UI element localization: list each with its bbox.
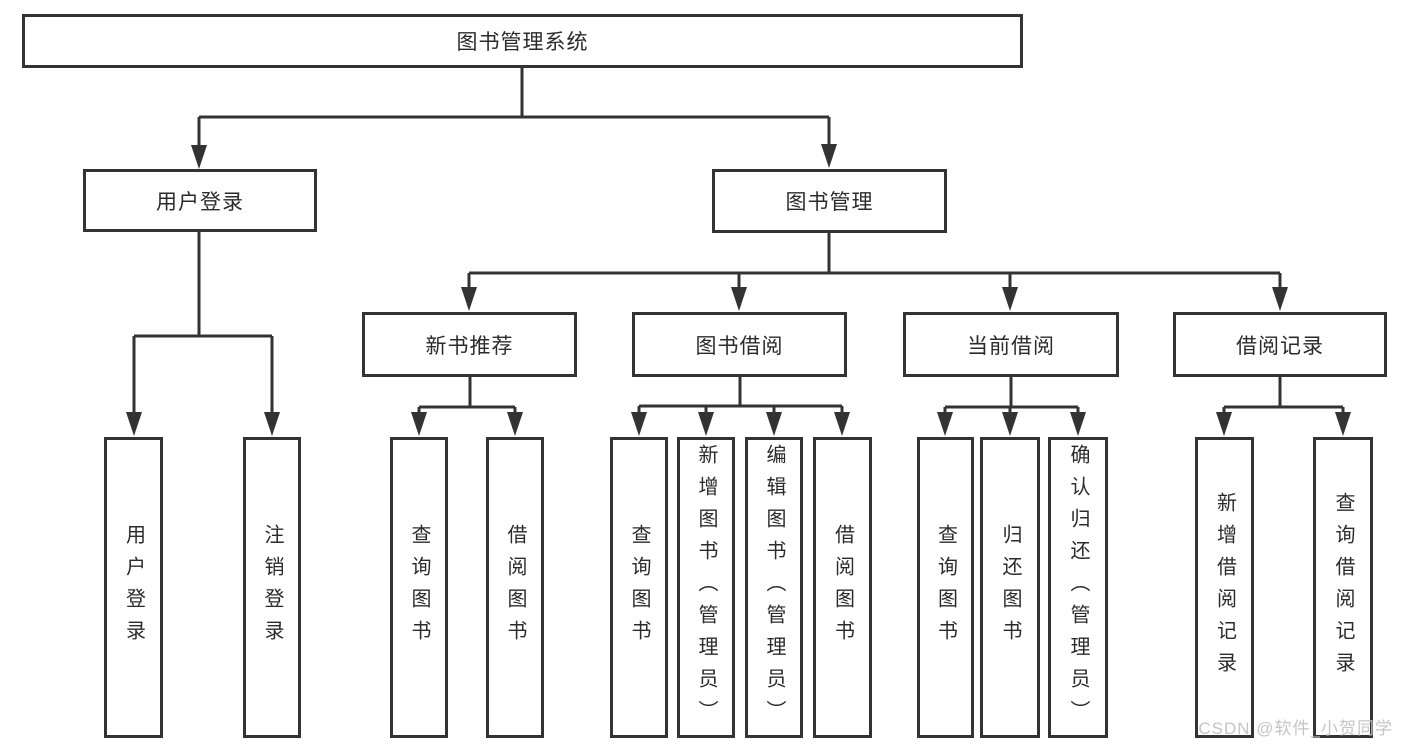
node-borrow-records-label: 借阅记录 [1236, 334, 1324, 358]
node-book-borrow: 图书借阅 [632, 312, 847, 377]
node-root-system: 图书管理系统 [22, 14, 1023, 68]
node-current-borrow-label: 当前借阅 [967, 334, 1055, 358]
node-book-mgmt-label: 图书管理 [785, 191, 874, 214]
leaf-nbr-borrow-books: 借阅图书 [486, 437, 544, 738]
leaf-bb-borrow-books: 借阅图书 [813, 437, 872, 738]
node-root-system-label: 图书管理系统 [456, 31, 589, 54]
leaf-br-query-borrow-record: 查询借阅记录 [1313, 437, 1373, 738]
leaf-cb-return-books: 归还图书 [980, 437, 1040, 738]
arrowheads [126, 144, 1351, 436]
edge-root-to-level2 [197, 68, 831, 150]
node-borrow-records: 借阅记录 [1173, 312, 1387, 377]
leaf-cb-confirm-return-admin: 确认归还（管理员） [1048, 437, 1108, 738]
node-current-borrow: 当前借阅 [903, 312, 1119, 377]
leaf-bb-edit-books-admin: 编辑图书（管理员） [745, 437, 803, 738]
node-new-book-recommend: 新书推荐 [362, 312, 577, 377]
edge-new-book-rec-to-leaves [417, 377, 517, 418]
edge-user-login-to-leaves [132, 231, 274, 418]
node-book-mgmt: 图书管理 [712, 169, 947, 233]
edge-book-borrow-to-leaves [637, 377, 844, 418]
leaf-bb-query-books: 查询图书 [610, 437, 668, 738]
node-user-login: 用户登录 [83, 169, 317, 232]
node-book-borrow-label: 图书借阅 [695, 334, 784, 358]
node-user-login-label: 用户登录 [156, 190, 244, 214]
leaf-logout: 注销登录 [243, 437, 301, 738]
watermark: CSDN @软件_小贺同学 [1198, 719, 1393, 738]
edge-current-borrow-to-leaves [943, 377, 1080, 418]
leaf-nbr-query-books: 查询图书 [390, 437, 448, 738]
edge-book-mgmt-to-level3 [467, 233, 1282, 293]
edge-borrow-record-to-leaves [1222, 377, 1345, 418]
node-new-book-recommend-label: 新书推荐 [425, 334, 514, 358]
leaf-user-login: 用户登录 [104, 437, 163, 738]
leaf-br-add-borrow-record: 新增借阅记录 [1195, 437, 1254, 738]
leaf-cb-query-books: 查询图书 [917, 437, 974, 738]
leaf-bb-add-books-admin: 新增图书（管理员） [677, 437, 735, 738]
